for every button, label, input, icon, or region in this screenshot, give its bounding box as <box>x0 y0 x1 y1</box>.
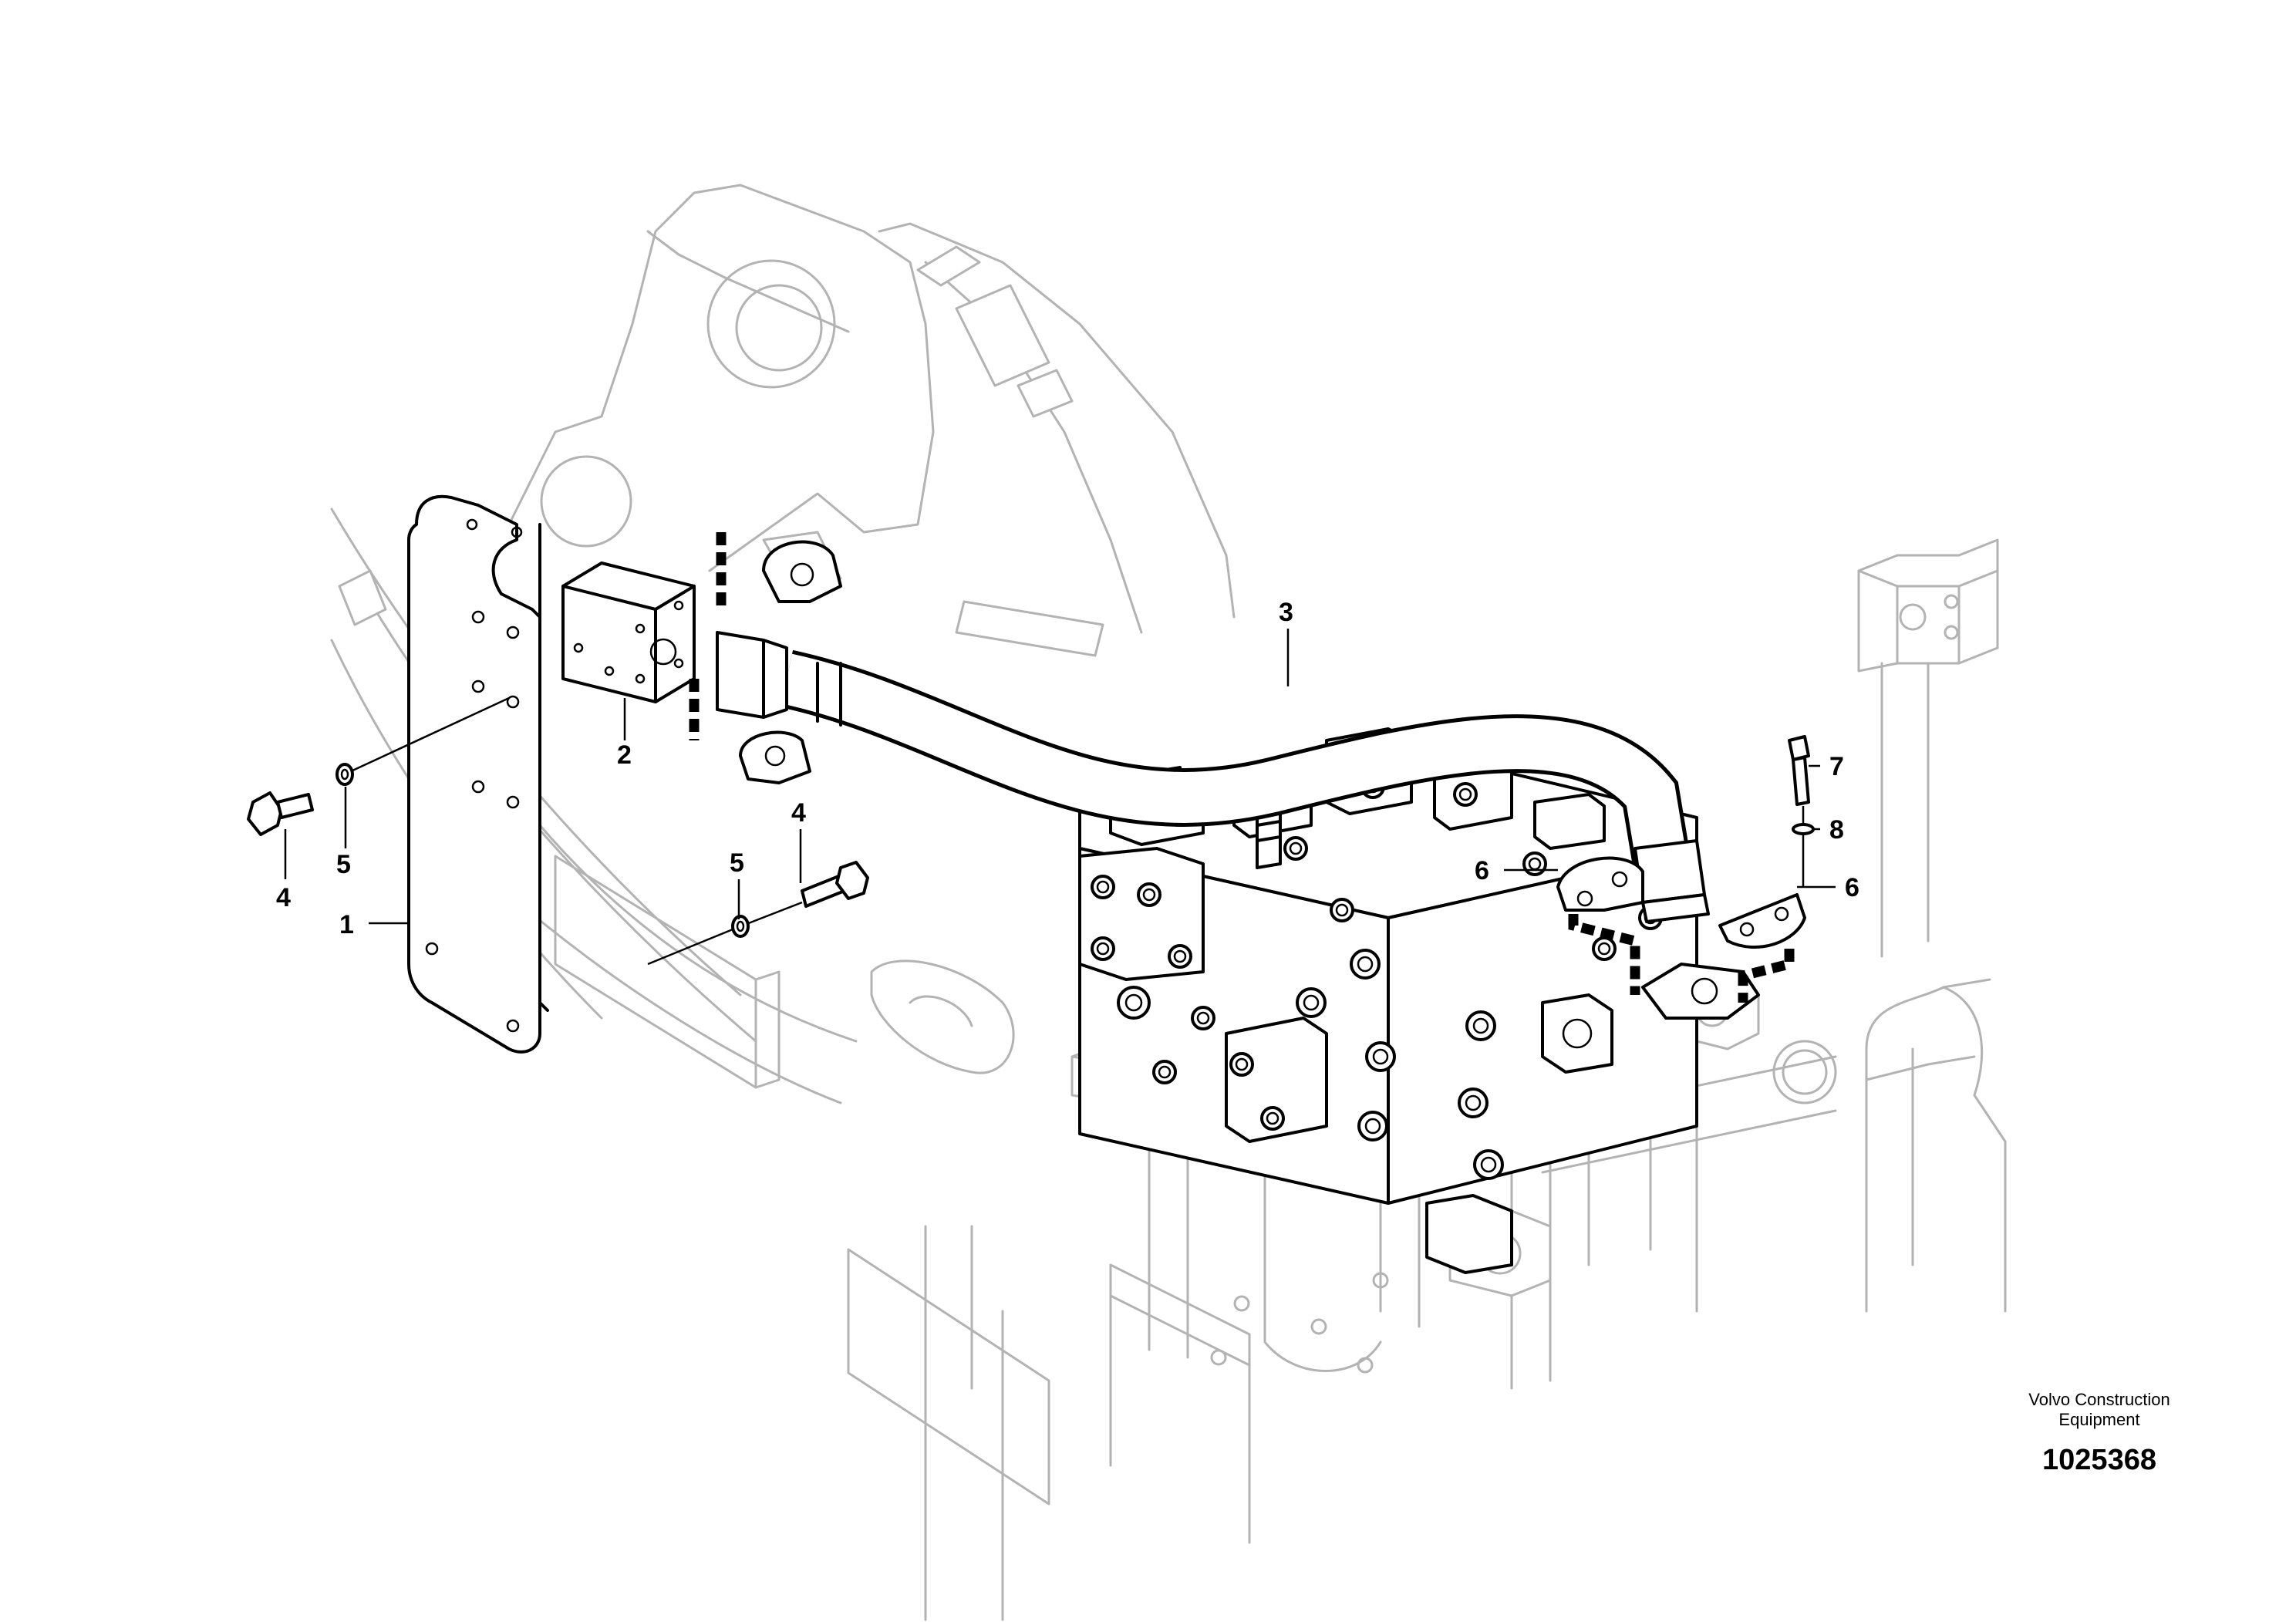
callout-5: 5 <box>336 850 351 879</box>
callout-5: 5 <box>730 848 744 878</box>
part-6-split-flange-right <box>1718 893 1806 949</box>
callout-leaders <box>284 629 1836 925</box>
callout-6: 6 <box>1845 873 1859 902</box>
dashed-connector-valve-right <box>1738 949 1795 1003</box>
company-name-line-1: Volvo Construction <box>2028 1390 2170 1409</box>
callout-labels: 1 2 3 4 5 5 4 6 6 7 8 <box>276 598 1859 939</box>
part-7-screw <box>1788 735 1810 806</box>
callout-3: 3 <box>1279 598 1293 627</box>
part-4-bolt-lower <box>801 861 869 908</box>
drawing-number: 1025368 <box>2042 1444 2156 1476</box>
part-5-washer-upper <box>335 763 354 786</box>
callout-8: 8 <box>1829 815 1844 845</box>
callout-4: 4 <box>276 883 291 912</box>
company-name-line-2: Equipment <box>2058 1410 2139 1429</box>
split-flange-upper <box>762 540 842 603</box>
part-5-washer-lower <box>731 915 750 938</box>
callout-7: 7 <box>1829 752 1844 781</box>
part-4-bolt-upper <box>247 791 314 836</box>
split-flange-lower <box>739 730 811 784</box>
dashed-connector-valve-left <box>1568 914 1640 995</box>
assembly-line-upper <box>350 696 510 773</box>
assembly-line-lower <box>647 901 803 966</box>
part-3-hose <box>716 631 1710 923</box>
callout-2: 2 <box>617 740 632 770</box>
callout-6: 6 <box>1475 856 1489 885</box>
title-block: Volvo Construction Equipment 1025368 <box>2028 1390 2170 1476</box>
callout-1: 1 <box>339 910 354 939</box>
part-1-mounting-plate <box>407 494 549 1054</box>
part-6-split-flange-left <box>1556 856 1644 912</box>
part-8-washer <box>1792 823 1815 835</box>
part-2-block <box>561 561 696 703</box>
callout-4: 4 <box>791 798 806 828</box>
